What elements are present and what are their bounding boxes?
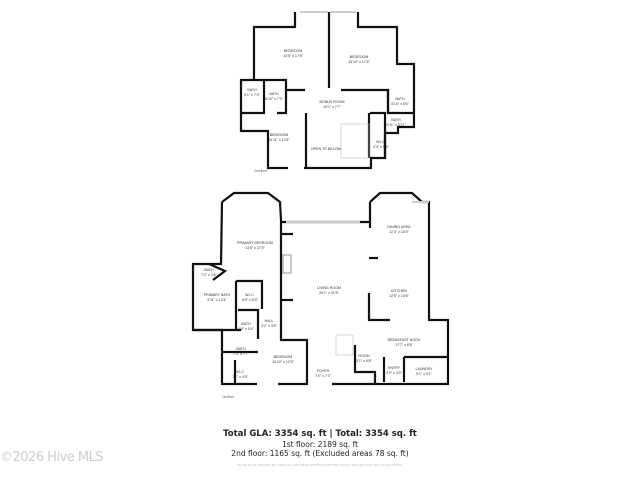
svg-text:4'6" x 5'4": 4'6" x 5'4" bbox=[238, 327, 254, 331]
room-open-to-below: OPEN TO BELOW bbox=[311, 147, 342, 151]
disclaimer: FLOOR PLAN CREATED BY CUBICASA APP. MEAS… bbox=[237, 463, 403, 467]
svg-text:7'2" x 2'6": 7'2" x 2'6" bbox=[201, 273, 217, 277]
svg-text:6'10" x 7'3": 6'10" x 7'3" bbox=[265, 97, 283, 101]
room-wic-1b: W.I.C.7'1" x 4'9" bbox=[232, 370, 248, 379]
svg-text:3'2" x 4'5": 3'2" x 4'5" bbox=[261, 324, 277, 328]
second-floor-area: 2nd floor: 1165 sq. ft (Excluded areas 7… bbox=[231, 449, 409, 458]
svg-text:12'5" x 14'6": 12'5" x 14'6" bbox=[389, 294, 409, 298]
svg-text:5'9" x 6'9": 5'9" x 6'9" bbox=[242, 298, 258, 302]
svg-text:BEDROOM: BEDROOM bbox=[274, 355, 293, 359]
svg-text:5'1" x 7'3": 5'1" x 7'3" bbox=[244, 93, 260, 97]
svg-text:20'1" x 31'5": 20'1" x 31'5" bbox=[319, 291, 339, 295]
svg-text:BEDROOM: BEDROOM bbox=[350, 55, 369, 59]
room-wic-1a: W.I.C.5'9" x 6'9" bbox=[242, 293, 258, 302]
svg-text:12'3" x 15'0": 12'3" x 15'0" bbox=[389, 230, 409, 234]
svg-text:5'1" x 6'8": 5'1" x 6'8" bbox=[356, 359, 372, 363]
svg-text:5'10" x 5'6": 5'10" x 5'6" bbox=[391, 102, 409, 106]
svg-text:14'5" x 17'6": 14'5" x 17'6" bbox=[283, 54, 303, 58]
svg-text:PRIMARY BEDROOM: PRIMARY BEDROOM bbox=[237, 241, 273, 245]
svg-text:BATH: BATH bbox=[395, 97, 405, 101]
floor-label-1st: 1st floor bbox=[222, 395, 235, 399]
svg-text:7'1" x 4'9": 7'1" x 4'9" bbox=[232, 375, 248, 379]
watermark: ©2026 Hive MLS bbox=[0, 450, 104, 465]
svg-text:W.I.C.: W.I.C. bbox=[235, 370, 245, 374]
first-floor-walls bbox=[191, 191, 450, 386]
svg-text:LAUNDRY: LAUNDRY bbox=[415, 367, 433, 371]
svg-text:BEDROOM: BEDROOM bbox=[284, 49, 303, 53]
svg-text:BATH: BATH bbox=[236, 347, 246, 351]
svg-text:DINING AREA: DINING AREA bbox=[387, 225, 411, 229]
svg-text:HALL: HALL bbox=[265, 319, 274, 323]
svg-text:KITCHEN: KITCHEN bbox=[391, 289, 407, 293]
svg-text:13'5" x 27'0": 13'5" x 27'0" bbox=[245, 246, 265, 250]
svg-text:BATH: BATH bbox=[247, 88, 257, 92]
room-wic-2: W.I.C.4'3" x 5'6" bbox=[373, 140, 389, 149]
svg-text:BREAKFAST NOOK: BREAKFAST NOOK bbox=[388, 338, 421, 342]
svg-text:BATH: BATH bbox=[204, 268, 214, 272]
svg-text:BONUS ROOM: BONUS ROOM bbox=[320, 100, 345, 104]
svg-text:W.I.C.: W.I.C. bbox=[376, 140, 386, 144]
svg-text:OPEN TO BELOW: OPEN TO BELOW bbox=[311, 147, 342, 151]
svg-text:7'0" x 7'3": 7'0" x 7'3" bbox=[315, 374, 331, 378]
first-floor-area: 1st floor: 2189 sq. ft bbox=[281, 440, 359, 449]
floor-label-2nd: 2nd floor bbox=[254, 169, 268, 173]
svg-text:BATH: BATH bbox=[391, 118, 401, 122]
svg-text:4'3" x 5'6": 4'3" x 5'6" bbox=[373, 145, 389, 149]
svg-text:BEDROOM: BEDROOM bbox=[270, 133, 289, 137]
svg-text:19'1" x 7'7": 19'1" x 7'7" bbox=[323, 105, 341, 109]
svg-text:14'11" x 12'8": 14'11" x 12'8" bbox=[268, 138, 290, 142]
second-floor-walls bbox=[239, 11, 416, 170]
svg-text:LIVING ROOM: LIVING ROOM bbox=[317, 286, 341, 290]
svg-text:BATH: BATH bbox=[269, 92, 279, 96]
svg-text:ROOM: ROOM bbox=[358, 354, 369, 358]
svg-text:ENTRY: ENTRY bbox=[388, 366, 401, 370]
svg-text:10'10" x 12'8": 10'10" x 12'8" bbox=[272, 360, 294, 364]
svg-text:FOYER: FOYER bbox=[317, 369, 330, 373]
svg-text:4'9" x 3'3": 4'9" x 3'3" bbox=[386, 371, 402, 375]
svg-text:W.I.C.: W.I.C. bbox=[245, 293, 255, 297]
svg-text:9'1" x 5'1": 9'1" x 5'1" bbox=[416, 372, 432, 376]
total-area: Total GLA: 3354 sq. ft | Total: 3354 sq.… bbox=[223, 429, 417, 439]
svg-text:9'11" x 13'4": 9'11" x 13'4" bbox=[207, 298, 227, 302]
svg-text:PRIMARY BATH: PRIMARY BATH bbox=[204, 293, 231, 297]
svg-text:7'3" x 7'7": 7'3" x 7'7" bbox=[233, 352, 249, 356]
svg-text:15'10" x 17'6": 15'10" x 17'6" bbox=[348, 60, 370, 64]
svg-text:17'7" x 8'8": 17'7" x 8'8" bbox=[395, 343, 413, 347]
svg-text:9'11" x 5'11": 9'11" x 5'11" bbox=[386, 123, 406, 127]
svg-text:BATH: BATH bbox=[241, 322, 251, 326]
